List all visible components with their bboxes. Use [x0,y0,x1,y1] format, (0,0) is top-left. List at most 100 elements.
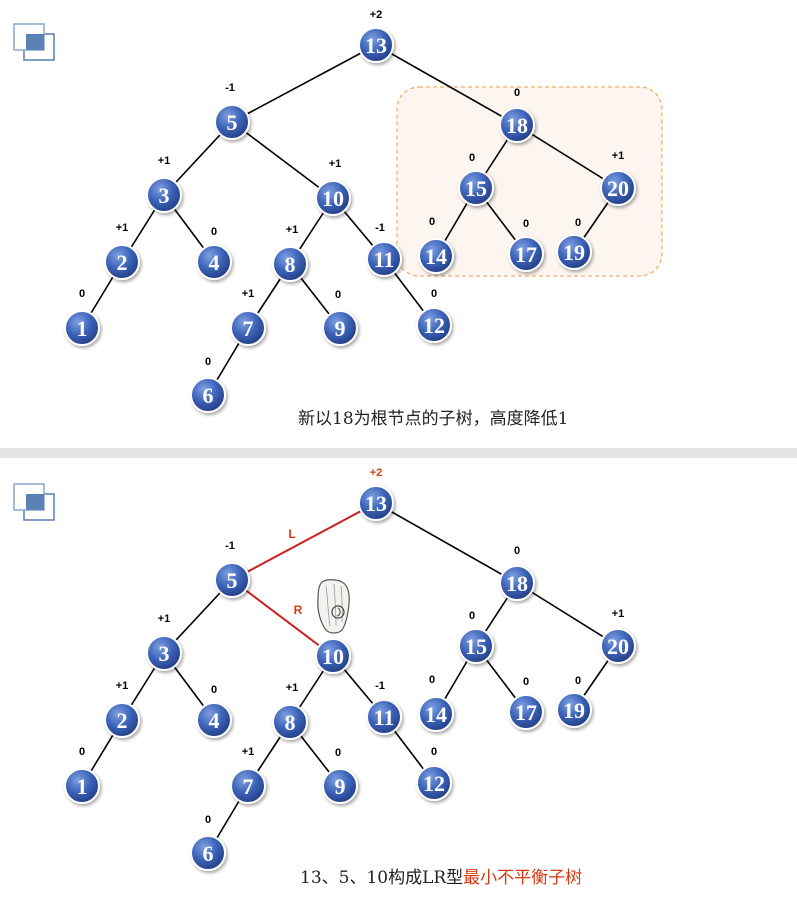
node-circle [416,765,452,801]
node-circle [358,485,394,521]
balance-factor: 0 [335,289,341,301]
balance-factor: 0 [431,746,437,758]
node-circle [196,244,232,280]
balance-factor: 0 [514,87,520,99]
balance-factor: 0 [335,747,341,759]
tree-node-3: 3 +1 [146,613,182,671]
tree-node-1: 10 [64,288,100,346]
edge-18-20 [516,582,619,647]
tree-node-17: 170 [508,676,544,730]
tree-node-14: 140 [418,216,454,274]
node-key: 15 [465,176,487,201]
node-key: 3 [159,641,170,666]
node-circle [315,638,351,674]
tree-node-11: 11-1 [366,680,402,735]
edge-13-5 [231,44,377,123]
tree-node-8: 8+1 [272,224,308,282]
tree-node-6: 60 [190,814,226,871]
node-key: 19 [563,240,585,265]
node-key: 10 [322,186,344,211]
subtree-highlight-box [396,86,663,277]
node-key: 14 [425,244,447,269]
balance-factor: +1 [242,288,255,300]
balance-factor: 0 [523,218,529,230]
avl-tree-diagram-1: 13+25-11803+110+115020+12+1408+111-11401… [64,9,663,413]
node-key: 9 [335,774,346,799]
node-circle [322,768,358,804]
node-key: 14 [425,702,447,727]
tree-node-7: 7+1 [230,288,266,346]
tree-node-19: 190 [556,217,592,270]
balance-factor: 0 [429,674,435,686]
node-key: 12 [423,771,445,796]
node-key: 18 [506,113,528,138]
node-key: 11 [374,705,395,730]
node-circle [64,310,100,346]
tree-node-14: 14 0 [418,674,454,732]
node-key: 8 [285,252,296,277]
node-key: 6 [203,841,214,866]
edge-label-right: R [294,603,303,617]
node-circle [508,236,544,272]
node-circle [508,694,544,730]
tree-node-10: 10 [315,638,351,674]
node-key: 17 [515,700,537,725]
node-key: 15 [465,634,487,659]
node-circle [556,234,592,270]
node-circle [190,835,226,871]
edge-label-left: L [288,527,295,541]
balance-factor: +1 [158,155,171,167]
tree-node-11: 11 -1 [366,222,402,277]
tree-node-20: 20+1 [600,150,636,206]
tree-node-4: 40 [196,684,232,738]
slide-logo-icon [12,22,58,62]
tree-node-5: 5-1 [214,82,250,140]
node-circle [230,768,266,804]
node-circle [104,244,140,280]
balance-factor: +1 [158,613,171,625]
slide-2-caption-highlight: 最小不平衡子树 [463,868,583,888]
node-key: 1 [77,316,88,341]
slide-1-caption: 新以18为根节点的子树，高度降低1 [298,409,569,429]
hand-pointer-icon [317,579,350,634]
tree-node-17: 170 [508,218,544,272]
node-key: 6 [203,383,214,408]
tree-node-15: 150 [458,610,494,664]
node-key: 5 [227,110,238,135]
node-key: 11 [374,247,395,272]
node-circle [556,692,592,728]
node-circle [366,699,402,735]
node-key: 5 [227,568,238,593]
node-circle [230,310,266,346]
tree-node-9: 90 [322,747,358,804]
tree-node-2: 2+1 [104,680,140,738]
node-key: 12 [423,313,445,338]
edge-13-5 [231,502,377,581]
tree-node-12: 12 0 [416,746,452,801]
node-circle [458,628,494,664]
node-circle [315,180,351,216]
node-circle [366,241,402,277]
node-circle [214,104,250,140]
node-key: 18 [506,571,528,596]
balance-factor: +1 [242,746,255,758]
node-circle [322,310,358,346]
tree-node-15: 150 [458,152,494,206]
balance-factor: -1 [375,222,385,234]
slide-logo-icon [12,482,58,522]
balance-factor: +2 [370,9,383,21]
balance-factor: +1 [116,680,129,692]
tree-node-13: 13+2 [358,467,394,521]
node-key: 19 [563,698,585,723]
node-key: 8 [285,710,296,735]
edge-5-10 [231,579,334,657]
node-key: 1 [77,774,88,799]
tree-node-5: 5-1 [214,540,250,598]
node-circle [214,562,250,598]
tree-node-8: 8+1 [272,682,308,740]
node-circle [196,702,232,738]
node-circle [146,177,182,213]
balance-factor: +2 [370,467,383,479]
